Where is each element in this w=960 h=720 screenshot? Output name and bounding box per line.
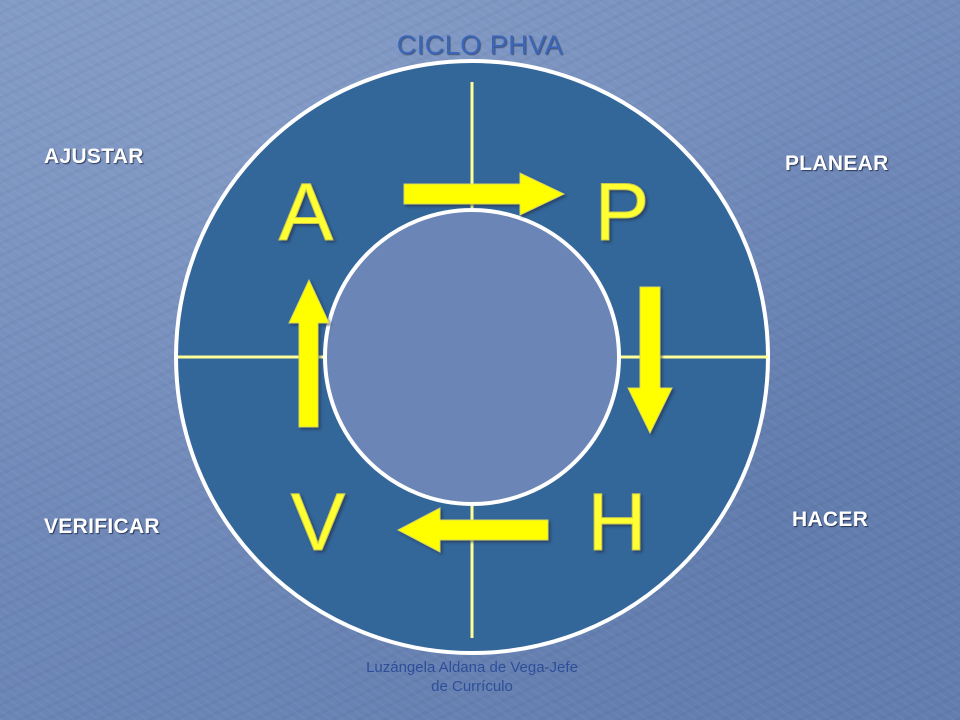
inner-circle	[323, 208, 621, 506]
letter-p: P	[595, 167, 650, 258]
label-hacer: HACER	[792, 508, 869, 531]
label-planear: PLANEAR	[785, 152, 889, 175]
footer-line-1: Luzángela Aldana de Vega-Jefe	[366, 659, 578, 676]
arrow-left-icon	[396, 507, 549, 553]
label-ajustar: AJUSTAR	[44, 145, 144, 168]
author-footer: Luzángela Aldana de Vega-Jefe de Currícu…	[0, 658, 944, 696]
arrow-down-icon	[627, 286, 673, 435]
label-verificar: VERIFICAR	[44, 515, 160, 538]
diagram-title: CICLO PHVA	[396, 30, 564, 60]
arrow-up-icon	[288, 278, 330, 428]
letter-v: V	[291, 477, 346, 568]
arrow-right-icon	[403, 172, 566, 216]
letter-a: A	[279, 167, 334, 258]
letter-h: H	[587, 477, 646, 568]
footer-line-2: de Currículo	[431, 678, 513, 695]
